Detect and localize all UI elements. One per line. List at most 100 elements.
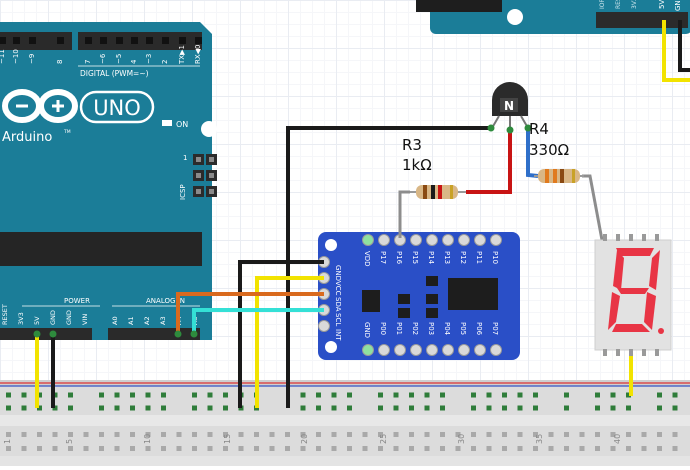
breadboard-hole[interactable]: [130, 432, 135, 437]
breadboard-hole[interactable]: [99, 432, 104, 437]
breadboard-hole[interactable]: [347, 432, 352, 437]
breadboard-hole[interactable]: [6, 432, 11, 437]
breadboard-hole[interactable]: [99, 446, 104, 451]
breadboard-hole[interactable]: [347, 405, 352, 411]
breadboard-hole[interactable]: [83, 446, 89, 451]
digital-pin-socket[interactable]: [100, 37, 107, 44]
digital-pin-socket[interactable]: [85, 37, 92, 44]
breadboard-hole[interactable]: [564, 446, 569, 451]
breadboard-hole[interactable]: [331, 432, 337, 437]
module-top-pad[interactable]: [410, 234, 422, 246]
display-bottom-pin[interactable]: [629, 349, 633, 356]
breadboard-hole[interactable]: [517, 432, 523, 437]
breadboard-hole[interactable]: [161, 392, 166, 398]
breadboard-hole[interactable]: [672, 446, 678, 451]
wire-yellow-top[interactable]: [662, 20, 690, 82]
breadboard-hole[interactable]: [207, 405, 213, 411]
display-bottom-pin[interactable]: [616, 349, 620, 356]
display-top-pin[interactable]: [655, 234, 659, 241]
breadboard-hole[interactable]: [378, 405, 383, 411]
breadboard-hole[interactable]: [145, 392, 151, 398]
breadboard-hole[interactable]: [285, 446, 290, 451]
breadboard-hole[interactable]: [548, 446, 554, 451]
digital-pin-socket[interactable]: [57, 37, 64, 44]
breadboard-hole[interactable]: [114, 446, 120, 451]
breadboard-hole[interactable]: [316, 446, 321, 451]
breadboard-hole[interactable]: [548, 432, 554, 437]
wire-yellow-vcc[interactable]: [255, 276, 324, 408]
breadboard-hole[interactable]: [610, 432, 616, 437]
module-top-pad[interactable]: [490, 234, 502, 246]
breadboard-hole[interactable]: [641, 432, 647, 437]
breadboard-hole[interactable]: [564, 392, 569, 398]
breadboard-hole[interactable]: [6, 405, 11, 411]
breadboard-hole[interactable]: [300, 392, 306, 398]
breadboard-hole[interactable]: [207, 432, 213, 437]
breadboard-hole[interactable]: [378, 432, 383, 437]
breadboard-hole[interactable]: [269, 432, 275, 437]
breadboard-hole[interactable]: [207, 446, 213, 451]
breadboard-hole[interactable]: [37, 392, 42, 398]
display-bottom-pin[interactable]: [603, 349, 607, 356]
breadboard-hole[interactable]: [83, 432, 89, 437]
breadboard-hole[interactable]: [440, 432, 445, 437]
breadboard-hole[interactable]: [486, 446, 492, 451]
breadboard-hole[interactable]: [223, 446, 228, 451]
breadboard-hole[interactable]: [52, 432, 58, 437]
top-board[interactable]: 5V GND IOREF RESET 3V3: [416, 0, 690, 34]
breadboard-hole[interactable]: [21, 446, 27, 451]
breadboard-hole[interactable]: [486, 392, 492, 398]
breadboard-hole[interactable]: [68, 392, 73, 398]
breadboard-hole[interactable]: [579, 446, 585, 451]
breadboard-hole[interactable]: [362, 432, 368, 437]
breadboard-hole[interactable]: [68, 405, 73, 411]
breadboard-hole[interactable]: [440, 405, 445, 411]
breadboard-hole[interactable]: [347, 392, 352, 398]
breadboard-hole[interactable]: [471, 446, 476, 451]
wire-orange-sda[interactable]: [176, 292, 324, 334]
breadboard-hole[interactable]: [533, 446, 538, 451]
breadboard-hole[interactable]: [393, 392, 399, 398]
breadboard-hole[interactable]: [114, 392, 120, 398]
breadboard-hole[interactable]: [316, 392, 321, 398]
breadboard-hole[interactable]: [331, 392, 337, 398]
breadboard-hole[interactable]: [176, 446, 182, 451]
breadboard-hole[interactable]: [362, 446, 368, 451]
module-top-pad[interactable]: [442, 234, 454, 246]
module-top-pad[interactable]: [378, 234, 390, 246]
module-bottom-pad[interactable]: [378, 344, 390, 356]
breadboard-hole[interactable]: [269, 446, 275, 451]
breadboard-hole[interactable]: [657, 392, 662, 398]
breadboard-hole[interactable]: [176, 432, 182, 437]
resistor-r3[interactable]: [410, 185, 466, 199]
breadboard-hole[interactable]: [502, 446, 507, 451]
breadboard-hole[interactable]: [285, 432, 290, 437]
breadboard-hole[interactable]: [68, 446, 73, 451]
breadboard-hole[interactable]: [424, 446, 430, 451]
breadboard-hole[interactable]: [130, 405, 135, 411]
breadboard-hole[interactable]: [533, 392, 538, 398]
digital-pin-socket[interactable]: [131, 37, 138, 44]
breadboard-hole[interactable]: [409, 405, 414, 411]
wire-cyan-scl[interactable]: [192, 308, 324, 334]
breadboard-hole[interactable]: [517, 446, 523, 451]
breadboard-hole[interactable]: [393, 405, 399, 411]
module-top-pad[interactable]: [474, 234, 486, 246]
breadboard-hole[interactable]: [672, 405, 678, 411]
wire-red-base[interactable]: [466, 130, 512, 194]
breadboard-hole[interactable]: [471, 405, 476, 411]
wire-grey-p17[interactable]: [398, 190, 410, 238]
digital-pin-socket[interactable]: [195, 37, 202, 44]
breadboard-hole[interactable]: [331, 405, 337, 411]
breadboard-hole[interactable]: [424, 392, 430, 398]
module-top-pad[interactable]: [426, 234, 438, 246]
breadboard-hole[interactable]: [192, 432, 197, 437]
breadboard-hole[interactable]: [657, 446, 662, 451]
breadboard-hole[interactable]: [37, 446, 42, 451]
breadboard-hole[interactable]: [517, 392, 523, 398]
breadboard-hole[interactable]: [517, 405, 523, 411]
breadboard-hole[interactable]: [610, 405, 616, 411]
seven-segment-display[interactable]: [594, 234, 672, 356]
